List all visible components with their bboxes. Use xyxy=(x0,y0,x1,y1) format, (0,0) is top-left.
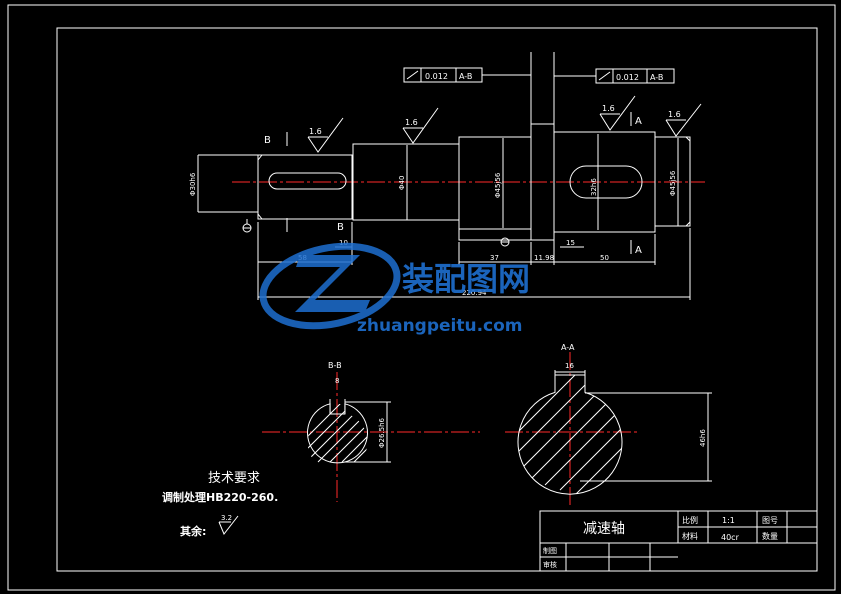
drawing-no-label: 图号 xyxy=(762,516,778,525)
material-value: 40cr xyxy=(721,533,740,542)
surface-rest-symbol xyxy=(218,515,239,535)
surface-rest-value: 3.2 xyxy=(221,514,232,522)
tolerance-frame-right xyxy=(554,68,675,84)
section-aa-label: A-A xyxy=(561,343,575,352)
scale-value: 1:1 xyxy=(722,516,735,525)
title-block xyxy=(539,510,818,572)
roughness-1-text: 1.6 xyxy=(309,127,322,136)
outer-border xyxy=(7,4,836,591)
dim-37: 37 xyxy=(490,254,499,262)
surface-rest-label: 其余: xyxy=(180,524,206,538)
material-label: 材料 xyxy=(682,531,698,541)
dim-1198: 11.98 xyxy=(534,254,554,262)
section-aa-dia: 46h6 xyxy=(699,429,707,447)
dim-d45-right: Φ45j56 xyxy=(669,170,677,196)
tol-left-value: 0.012 xyxy=(425,72,448,81)
roughness-symbol-2 xyxy=(402,107,439,144)
drawn-by-label: 制图 xyxy=(543,546,557,555)
quantity-label: 数量 xyxy=(762,531,778,541)
section-aa xyxy=(505,352,712,505)
section-bb-width: 8 xyxy=(335,377,339,385)
section-b-bottom: B xyxy=(337,222,344,233)
roughness-symbol-1 xyxy=(307,117,344,153)
roughness-4-text: 1.6 xyxy=(668,110,681,119)
inner-frame xyxy=(56,27,818,572)
scale-label: 比例 xyxy=(682,515,698,525)
dim-50: 50 xyxy=(600,254,609,262)
roughness-symbol-4 xyxy=(665,103,702,137)
checked-by-label: 审核 xyxy=(543,560,557,569)
shaft-main-view xyxy=(197,52,705,300)
watermark-name: 装配图网 xyxy=(402,260,530,298)
watermark-url: zhuangpeitu.com xyxy=(357,316,523,336)
section-b-top: B xyxy=(264,135,271,146)
tech-req-text: 调制处理HB220-260. xyxy=(162,490,278,504)
roughness-2-text: 1.6 xyxy=(405,118,418,127)
watermark-logo xyxy=(259,242,401,330)
dim-d40: Φ40 xyxy=(398,176,406,190)
section-bb xyxy=(262,372,480,502)
dim-32h6: 32h6 xyxy=(590,178,598,196)
tol-right-value: 0.012 xyxy=(616,73,639,82)
section-a-bottom: A xyxy=(635,245,642,256)
section-bb-dia: Φ26.5h6 xyxy=(378,417,386,448)
tolerance-frame-left xyxy=(403,67,531,83)
tech-req-title: 技术要求 xyxy=(208,471,260,486)
drawing-title: 减速轴 xyxy=(583,521,625,537)
section-a-top: A xyxy=(635,116,642,127)
dim-d45-left: Φ45j56 xyxy=(494,172,502,198)
tol-left-datum: A-B xyxy=(459,72,472,81)
section-bb-label: B-B xyxy=(328,361,342,370)
roughness-symbol-3 xyxy=(599,95,636,131)
dim-d30: Φ30h6 xyxy=(189,172,197,196)
dim-total: 220.94 xyxy=(462,289,487,297)
section-aa-width: 16 xyxy=(565,362,574,370)
tol-right-datum: A-B xyxy=(650,73,663,82)
dim-15: 15 xyxy=(566,239,575,247)
roughness-3-text: 1.6 xyxy=(602,104,615,113)
